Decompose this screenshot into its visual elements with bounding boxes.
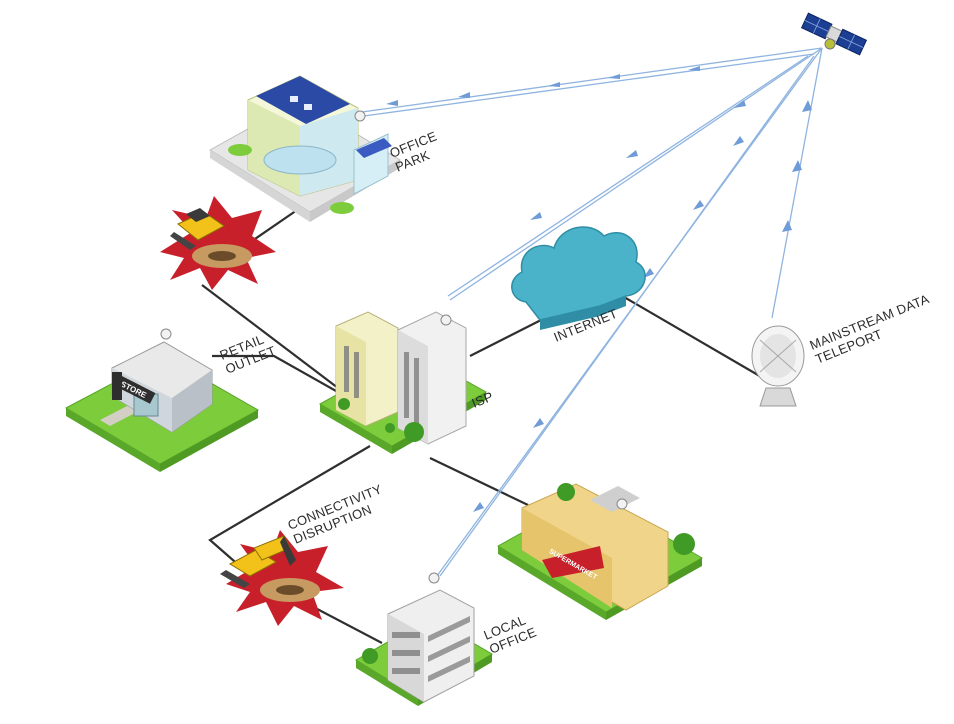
wire-isp-to-supermarket: [429, 457, 529, 506]
internet-cloud: [511, 226, 646, 330]
store-sign: [112, 374, 156, 404]
wire-retail-to-isp: [212, 354, 353, 401]
teleport-label: MAINSTREAM DATA TELEPORT: [808, 290, 940, 367]
office-park-building: [209, 75, 401, 222]
supermarket-building: SUPERMARKET: [497, 483, 704, 620]
office-park-label: OFFICE PARK: [388, 127, 449, 175]
office-park-dish-icon: [354, 110, 366, 122]
excavator-icon: [220, 535, 296, 588]
explosion-icon: [160, 196, 276, 290]
disruption-label: CONNECTIVITY DISRUPTION: [286, 480, 394, 547]
office-park-roof-panels: [256, 76, 350, 124]
satellite-links: [361, 47, 823, 581]
signal-isp: [449, 47, 823, 301]
local-office-label: LOCAL OFFICE: [482, 610, 539, 656]
wired-links: [201, 207, 771, 644]
wire-internet-to-teleport: [611, 289, 771, 383]
cloud-icon: [511, 226, 646, 321]
retail-outlet-building: STORE: [64, 328, 260, 472]
satellite: [800, 12, 868, 56]
local-office-dish-icon: [428, 572, 440, 584]
isp-building: [318, 311, 488, 454]
bulldozer-icon: [170, 208, 225, 250]
supermarket-dish-icon: [616, 498, 628, 510]
wire-office-to-isp: [201, 284, 339, 389]
signal-office-park: [361, 47, 823, 113]
signal-teleport: [771, 47, 823, 319]
retail-dish-icon: [160, 328, 172, 340]
disruption-bottom: [220, 530, 344, 626]
isp-dish-icon: [440, 314, 452, 326]
local-office-building: [355, 572, 493, 706]
supermarket-sign: [542, 546, 604, 578]
disruption-top: [160, 196, 276, 290]
wire-isp-to-internet: [469, 317, 546, 357]
teleport-dish: [751, 325, 805, 407]
